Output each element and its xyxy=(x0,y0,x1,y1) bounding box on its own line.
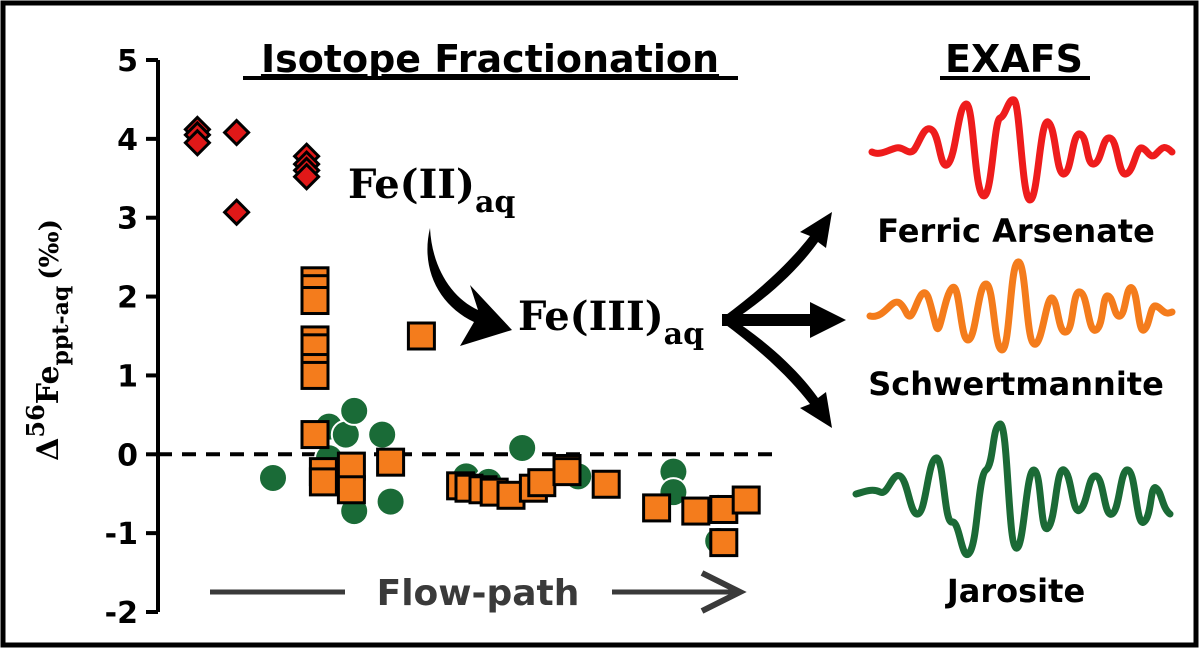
square-data-point xyxy=(336,475,366,505)
y-axis-ticks: -2 -1 0 1 2 3 4 5 xyxy=(105,44,158,631)
curved-arrow-icon xyxy=(427,228,512,346)
square-data-point xyxy=(376,447,406,477)
y-label-superscript: 56 xyxy=(21,404,50,437)
square-data-point xyxy=(731,485,761,515)
fe-ii-species: Fe(II)aq xyxy=(348,161,515,220)
y-label-unit: (‰) xyxy=(35,219,65,280)
fe-iii-base: Fe(III) xyxy=(518,293,664,340)
isotope-fractionation-title: Isotope Fractionation xyxy=(261,37,719,81)
square-data-point xyxy=(300,360,330,390)
y-tick-label: 1 xyxy=(117,359,138,394)
circle-data-point xyxy=(339,395,370,426)
square-data-point xyxy=(308,467,338,497)
schwertmannite-label: Schwertmannite xyxy=(868,365,1164,403)
diamond-data-point xyxy=(222,198,251,227)
square-data-point xyxy=(709,528,739,558)
fe-iii-subscript: aq xyxy=(664,317,704,352)
y-tick-label: 5 xyxy=(117,44,138,79)
flow-path-label: Flow-path xyxy=(377,573,580,614)
circle-data-point xyxy=(258,462,288,493)
y-tick-label: 0 xyxy=(117,438,138,473)
y-tick-label: -2 xyxy=(105,596,138,631)
schwertmannite-spectrum xyxy=(866,258,1176,354)
fe-ii-subscript: aq xyxy=(475,185,515,220)
y-label-element: Fe xyxy=(31,365,66,404)
diamond-data-point xyxy=(222,118,251,147)
ferric-arsenate-spectrum xyxy=(868,96,1176,204)
y-axis-label: Δ56Feppt-aq (‰) xyxy=(21,219,74,461)
y-tick-label: 3 xyxy=(117,202,138,237)
ferric-arsenate-label: Ferric Arsenate xyxy=(877,212,1155,250)
circle-data-point xyxy=(367,419,398,450)
square-data-point xyxy=(552,457,582,487)
square-data-point xyxy=(336,451,366,481)
branching-arrows-icon xyxy=(722,212,846,428)
jarosite-spectrum xyxy=(852,420,1174,559)
exafs-title: EXAFS xyxy=(945,37,1083,81)
data-series-layer xyxy=(183,115,761,558)
square-data-point xyxy=(681,496,711,526)
isotope-chart: -2 -1 0 1 2 3 4 5 xyxy=(105,44,775,631)
square-data-point xyxy=(527,468,557,498)
fe-ii-base: Fe(II) xyxy=(348,161,475,208)
y-tick-label: 2 xyxy=(117,281,138,316)
diamond-data-point xyxy=(183,128,212,157)
square-data-point xyxy=(642,493,672,523)
y-tick-label: -1 xyxy=(105,517,138,552)
fe-iii-species: Fe(III)aq xyxy=(518,293,704,352)
square-data-point xyxy=(591,469,621,499)
circle-data-point xyxy=(375,486,406,517)
y-label-delta: Δ xyxy=(31,438,66,461)
flow-path-arrowhead-icon xyxy=(700,570,747,614)
y-tick-label: 4 xyxy=(117,123,138,158)
circle-data-point xyxy=(507,432,538,463)
diamond-data-point xyxy=(292,162,321,191)
jarosite-label: Jarosite xyxy=(945,572,1085,610)
square-data-point xyxy=(406,321,436,351)
square-data-point xyxy=(300,286,330,316)
square-data-point xyxy=(300,420,330,450)
y-label-subscript: ppt-aq xyxy=(48,286,74,366)
